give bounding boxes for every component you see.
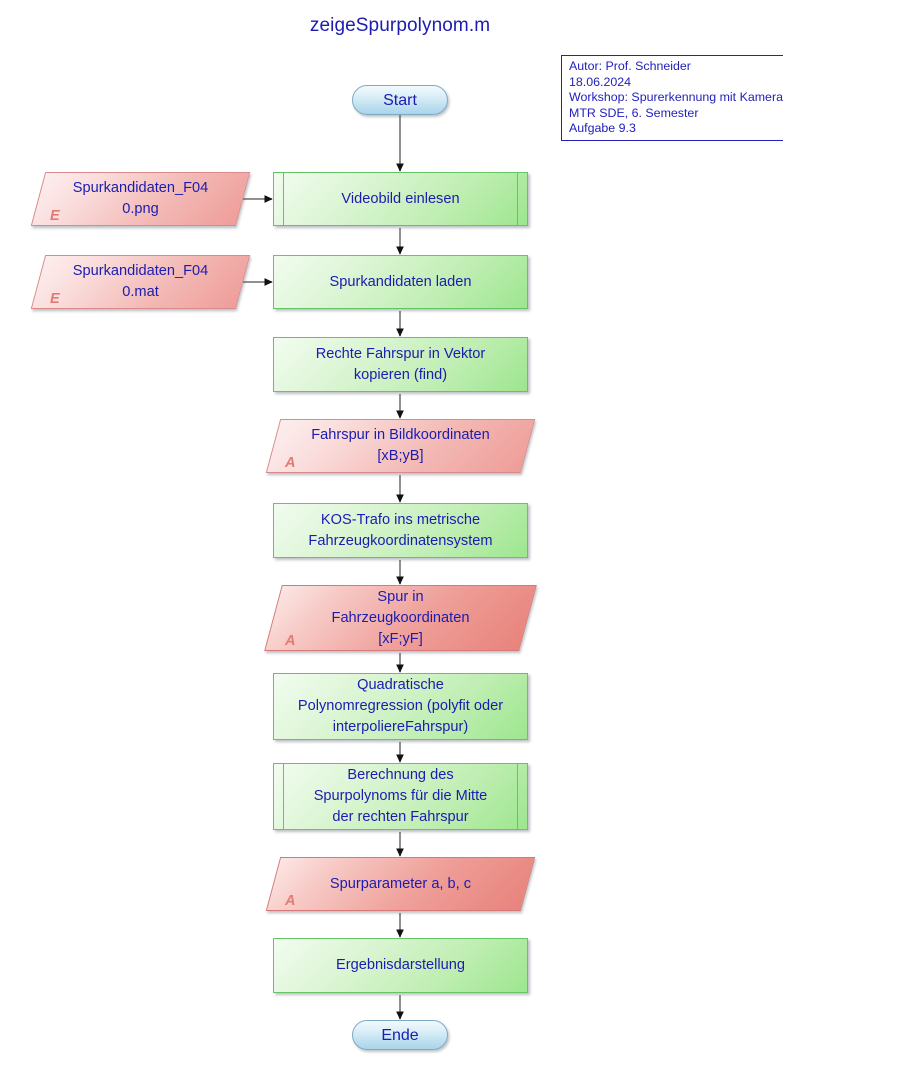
node-ende-label: Ende [381,1026,419,1044]
node-vektor-label: Rechte Fahrspur in Vektor kopieren (find… [315,345,486,383]
node-input-mat-label: Spurkandidaten_F04 0.mat [72,263,209,300]
node-out-fahrzeug-label: Spur in Fahrzeugkoordinaten [xF;yF] [331,588,470,647]
annotation-line-author: Autor: Prof. Schneider [569,59,691,73]
node-output-spur-fahrzeugkoordinaten[interactable]: Spur in Fahrzeugkoordinaten [xF;yF] A [264,585,537,651]
node-ende[interactable]: Ende [352,1020,448,1050]
node-spurkandidaten-laden[interactable]: Spurkandidaten laden [273,255,528,309]
node-videobild-label: Videobild einlesen [341,190,460,207]
node-ergebnis-label: Ergebnisdarstellung [336,957,465,973]
node-videobild-einlesen[interactable]: Videobild einlesen [273,172,528,226]
node-start[interactable]: Start [352,85,448,115]
page-title: zeigeSpurpolynom.m [309,15,491,36]
node-kostrafo-label: KOS-Trafo ins metrische Fahrzeugkoordina… [308,511,493,549]
annotation-line-date: 18.06.2024 [569,74,632,89]
node-input-spurkandidaten-png[interactable]: Spurkandidaten_F04 0.png E [30,172,251,226]
node-out-bild-label: Fahrspur in Bildkoordinaten [xB;yB] [311,427,490,464]
node-start-label: Start [383,91,417,109]
node-berechnung-spurpolynom[interactable]: Berechnung des Spurpolynoms für die Mitt… [273,763,528,830]
node-input-spurkandidaten-mat[interactable]: Spurkandidaten_F04 0.mat E [30,255,251,309]
annotation-line-course: MTR SDE, 6. Semester [569,105,699,120]
node-quadratische-polynomregression[interactable]: Quadratische Polynomregression (polyfit … [273,673,528,740]
node-output-spurparameter[interactable]: Spurparameter a, b, c A [265,857,536,911]
node-berechnung-label: Berechnung des Spurpolynoms für die Mitt… [313,767,488,825]
node-input-png-label: Spurkandidaten_F04 0.png [72,180,209,217]
node-ergebnisdarstellung[interactable]: Ergebnisdarstellung [273,938,528,993]
node-laden-label: Spurkandidaten laden [329,273,472,290]
annotation-line-workshop: Workshop: Spurerkennung mit Kamera [569,90,783,105]
node-kos-trafo[interactable]: KOS-Trafo ins metrische Fahrzeugkoordina… [273,503,528,558]
node-regression-label: Quadratische Polynomregression (polyfit … [297,677,504,735]
annotation-note: Autor: Prof. Schneider 18.06.2024 Worksh… [561,55,783,141]
node-out-param-label: Spurparameter a, b, c [329,875,472,892]
node-rechte-fahrspur-vektor[interactable]: Rechte Fahrspur in Vektor kopieren (find… [273,337,528,392]
annotation-line-task: Aufgabe 9.3 [569,121,636,136]
node-output-fahrspur-bildkoordinaten[interactable]: Fahrspur in Bildkoordinaten [xB;yB] A [265,419,536,473]
